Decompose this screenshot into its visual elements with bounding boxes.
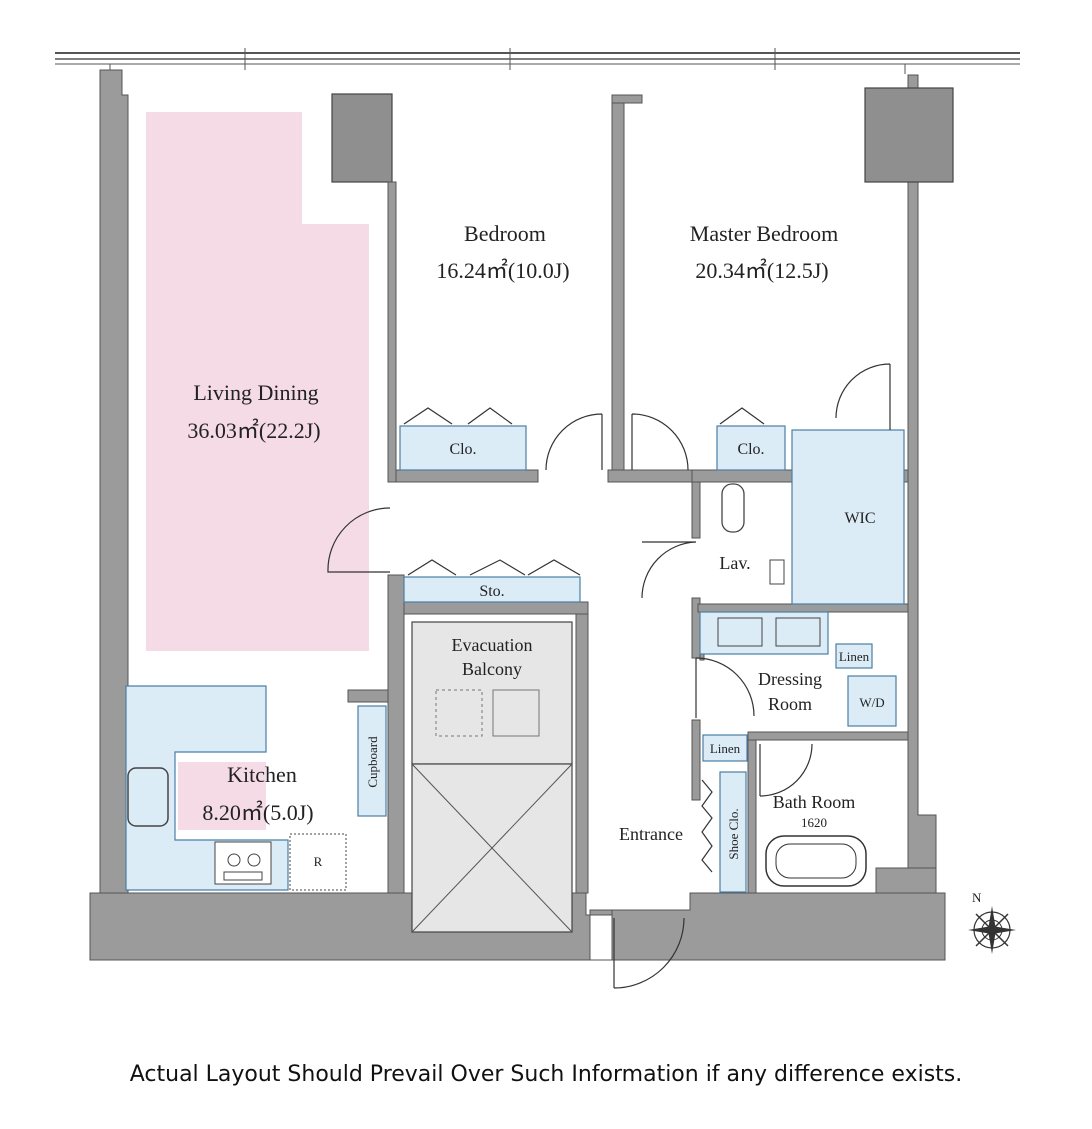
column-left (331, 93, 393, 183)
column-right (864, 87, 954, 183)
lavatory-label: Lav. (719, 553, 750, 573)
master-closet-label: Clo. (737, 441, 764, 458)
linen-dressing (835, 643, 873, 669)
master-bedroom-area: 20.34㎡(12.5J) (695, 258, 828, 283)
bedroom-closet (399, 425, 527, 471)
sink-icon (127, 767, 169, 827)
kitchen-area: 8.20㎡(5.0J) (202, 800, 313, 825)
toilet-icon (721, 483, 745, 533)
linen-hall (702, 734, 748, 762)
storage (403, 576, 581, 603)
dressing-label-1: Dressing (758, 669, 822, 689)
washer-dryer-label: W/D (859, 695, 884, 710)
kitchen-counter (125, 685, 289, 891)
vanity-counter (699, 611, 829, 655)
bath-label: Bath Room (773, 792, 856, 812)
evacuation-balcony (411, 621, 573, 765)
kitchen-highlight (178, 762, 266, 830)
living-dining-highlight (146, 112, 369, 651)
dressing-label-2: Room (768, 694, 812, 714)
washer-dryer (847, 675, 897, 727)
wic-label: WIC (844, 510, 875, 527)
living-dining-area: 36.03㎡(22.2J) (187, 418, 320, 443)
shoe-closet (719, 771, 747, 893)
cupboard-label: Cupboard (365, 736, 380, 788)
bathtub-icon (765, 835, 867, 887)
master-bedroom-label: Master Bedroom (690, 221, 838, 246)
compass-icon: N (968, 890, 1016, 954)
living-dining-label: Living Dining (193, 380, 318, 405)
balcony-railing (55, 48, 1020, 74)
doors (327, 363, 891, 989)
evacuation-label-1: Evacuation (452, 635, 533, 655)
linen-dressing-label: Linen (839, 649, 870, 664)
disclaimer-text: Actual Layout Should Prevail Over Such I… (129, 1062, 963, 1087)
cooktop-icon (214, 841, 272, 885)
storage-label: Sto. (479, 583, 504, 600)
master-closet (716, 425, 786, 471)
bedroom-label: Bedroom (464, 221, 546, 246)
evacuation-label-2: Balcony (462, 659, 522, 679)
compass-north-label: N (972, 890, 982, 905)
entrance-label: Entrance (619, 824, 683, 844)
refrigerator-space (289, 833, 347, 891)
linen-hall-label: Linen (710, 741, 741, 756)
cupboard (357, 705, 387, 817)
bath-size: 1620 (801, 815, 827, 830)
bedroom-closet-label: Clo. (449, 441, 476, 458)
bedroom-area: 16.24㎡(10.0J) (436, 258, 569, 283)
kitchen-label: Kitchen (227, 762, 297, 787)
shoe-closet-label: Shoe Clo. (726, 808, 741, 859)
wic (791, 429, 905, 605)
refrigerator-label: R (314, 854, 323, 869)
